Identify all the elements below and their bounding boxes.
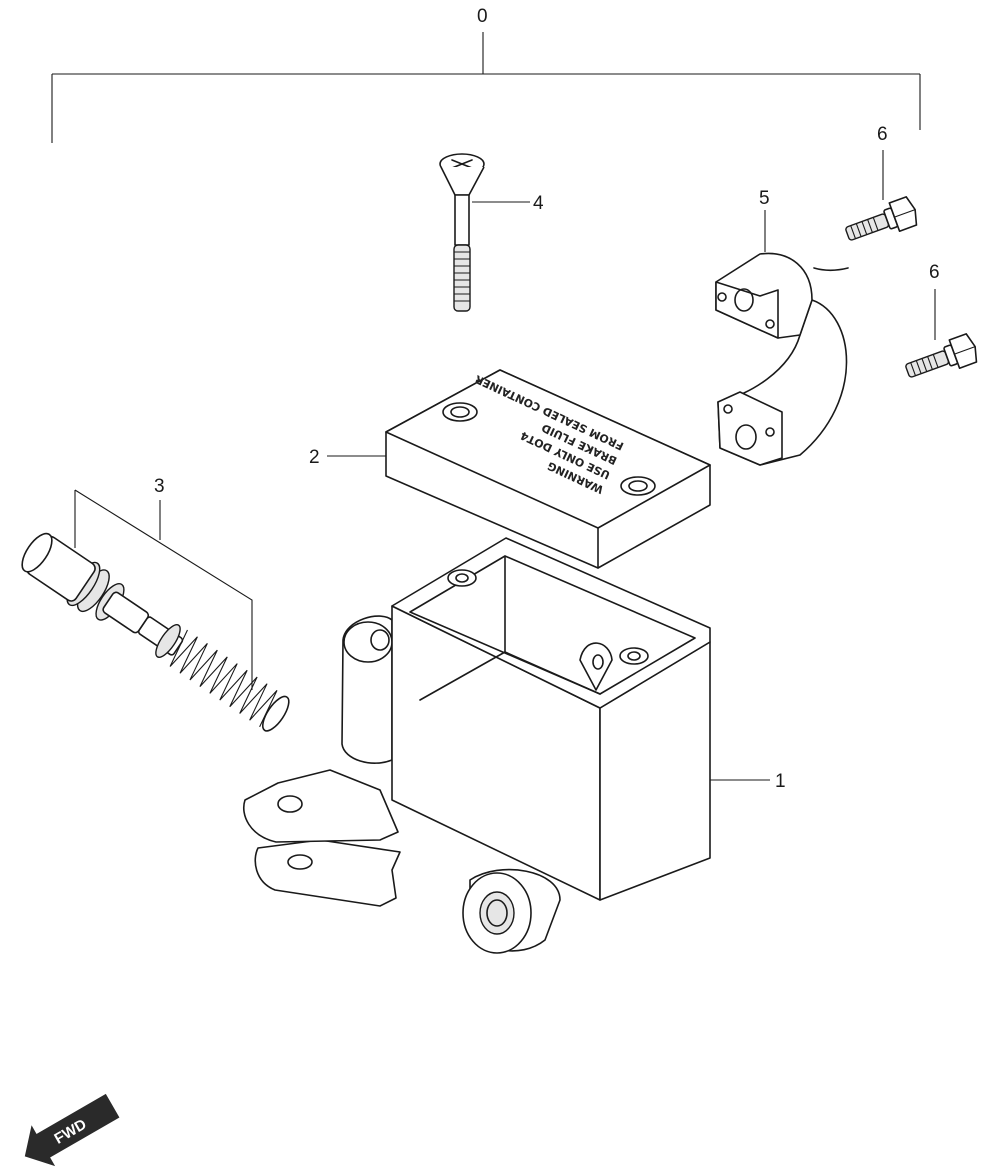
callout-2: 2 [309, 447, 320, 468]
holder-clamp-part [715, 210, 849, 466]
callout-4: 4 [533, 193, 544, 214]
screw-part [439, 153, 530, 312]
callout-5: 5 [759, 188, 770, 209]
spring [169, 629, 290, 732]
bolt-lower-part [905, 289, 978, 378]
master-cylinder-body-part [243, 537, 770, 954]
callout-6-lower: 6 [929, 262, 940, 283]
bolt-upper-part [845, 150, 918, 241]
piston [21, 532, 184, 658]
reservoir-cover-part: WARNING USE ONLY DOT4 BRAKE FLUID FROM S… [327, 369, 711, 569]
callout-6-upper: 6 [877, 124, 888, 145]
assembly-bracket [51, 32, 921, 143]
callout-0: 0 [477, 6, 488, 27]
piston-spring-set-part [21, 489, 290, 732]
screw-thread [453, 244, 471, 312]
callout-3: 3 [154, 476, 165, 497]
callout-1: 1 [775, 771, 786, 792]
fwd-direction-arrow: FWD [24, 1093, 120, 1167]
